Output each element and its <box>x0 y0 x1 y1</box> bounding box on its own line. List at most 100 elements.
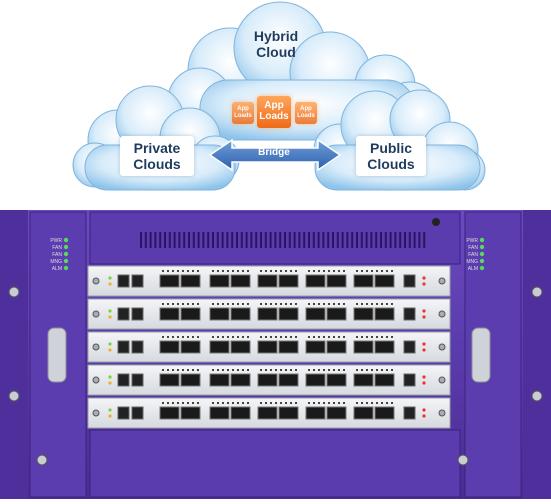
port-led <box>361 303 363 305</box>
rj45-port <box>117 274 130 288</box>
port-led <box>338 270 340 272</box>
port-led <box>323 270 325 272</box>
sfp-port <box>230 307 251 321</box>
port-led <box>197 303 199 305</box>
sfp-port <box>305 406 326 420</box>
vent-slot <box>154 232 157 248</box>
port-led <box>212 402 214 404</box>
port-led <box>381 336 383 338</box>
app-line2: Loads <box>259 111 289 122</box>
vent-slot <box>413 232 416 248</box>
sfp-port <box>278 274 299 288</box>
port-led <box>333 303 335 305</box>
port-led <box>212 369 214 371</box>
port-led <box>376 270 378 272</box>
sfp-port <box>159 373 180 387</box>
port-led <box>192 303 194 305</box>
port-led <box>275 402 277 404</box>
port-led <box>323 303 325 305</box>
port-led <box>376 402 378 404</box>
hybrid-line2: Cloud <box>256 44 296 60</box>
port-led <box>237 369 239 371</box>
vent-slot <box>264 232 267 248</box>
card-led <box>422 414 426 418</box>
status-led <box>63 237 69 243</box>
vent-slot <box>303 232 306 248</box>
port-led <box>260 402 262 404</box>
vent-slot <box>336 232 339 248</box>
port-led <box>318 270 320 272</box>
card-led <box>108 315 112 319</box>
port-led <box>172 369 174 371</box>
port-led <box>328 336 330 338</box>
port-led <box>386 303 388 305</box>
port-led <box>313 369 315 371</box>
port-led <box>227 303 229 305</box>
led-label: FAN <box>52 252 62 258</box>
card-screw <box>438 409 446 417</box>
port-led <box>187 402 189 404</box>
sfp-port <box>326 307 347 321</box>
port-led <box>376 336 378 338</box>
sfp-port <box>278 373 299 387</box>
rj45-port <box>403 373 416 387</box>
vent-slot <box>183 232 186 248</box>
port-led <box>318 369 320 371</box>
port-led <box>356 336 358 338</box>
port-led <box>381 402 383 404</box>
vent-slot <box>260 232 262 248</box>
vent-slot <box>418 232 421 248</box>
sfp-port <box>353 274 374 288</box>
sfp-port <box>209 406 230 420</box>
rj45-port <box>403 406 416 420</box>
app-small-line2: Loads <box>234 113 252 119</box>
port-led <box>247 402 249 404</box>
card-led <box>108 408 112 412</box>
sfp-port <box>230 274 251 288</box>
sfp-port <box>209 274 230 288</box>
sfp-port <box>257 373 278 387</box>
sfp-port <box>326 406 347 420</box>
port-led <box>343 402 345 404</box>
port-led <box>366 336 368 338</box>
port-led <box>167 303 169 305</box>
port-led <box>371 402 373 404</box>
line-card <box>87 265 451 297</box>
port-led <box>247 270 249 272</box>
port-led <box>371 336 373 338</box>
port-led <box>222 336 224 338</box>
sfp-port <box>257 274 278 288</box>
vent-slot <box>298 232 301 248</box>
port-led <box>242 336 244 338</box>
card-screw <box>438 310 446 318</box>
port-led <box>328 369 330 371</box>
vent-slot <box>317 232 320 248</box>
port-led <box>280 336 282 338</box>
port-led <box>212 336 214 338</box>
port-led <box>371 303 373 305</box>
port-led <box>275 270 277 272</box>
sfp-port <box>180 340 201 354</box>
rj45-port <box>131 406 144 420</box>
led-label: PWR <box>466 238 478 244</box>
vent-slot <box>207 232 210 248</box>
card-led <box>108 342 112 346</box>
line-card <box>87 298 451 330</box>
hybrid-cloud-illustration: Hybrid Cloud App Loads App Loads App Loa… <box>0 0 551 200</box>
hybrid-line1: Hybrid <box>253 28 299 44</box>
port-led <box>313 402 315 404</box>
port-led <box>232 270 234 272</box>
vent-slot <box>308 232 310 248</box>
sfp-port <box>230 406 251 420</box>
port-led <box>356 402 358 404</box>
port-led <box>285 303 287 305</box>
port-led <box>172 402 174 404</box>
port-led <box>366 303 368 305</box>
port-led <box>232 303 234 305</box>
port-led <box>237 402 239 404</box>
port-led <box>265 336 267 338</box>
port-led <box>318 402 320 404</box>
vent-slot <box>365 232 368 248</box>
port-led <box>343 270 345 272</box>
led-label: FAN <box>468 252 478 258</box>
